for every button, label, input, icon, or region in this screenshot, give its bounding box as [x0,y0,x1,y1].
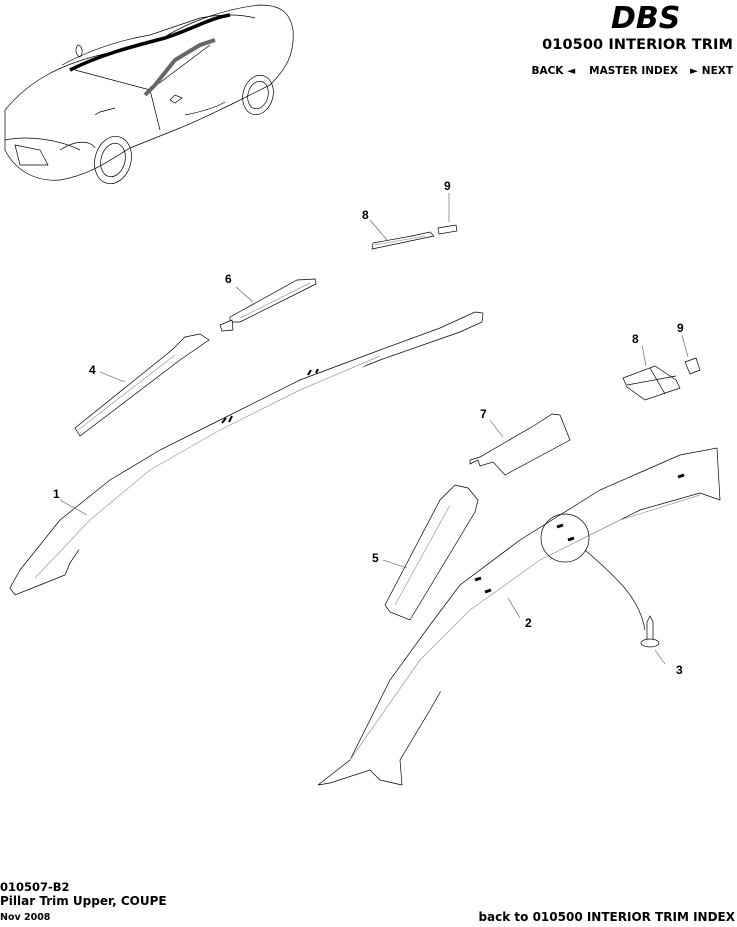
part-6-trim [219,278,317,332]
callout-3[interactable]: 3 [676,663,683,677]
part-4-trim [74,333,210,437]
part-7-trim [469,413,571,476]
part-8-right [622,365,681,401]
brand-logo-text: DBS [611,1,680,34]
parts-diagram: 1 2 3 4 5 6 7 8 9 8 9 [4,4,721,786]
callout-8-right[interactable]: 8 [632,332,639,346]
part-9-upper [437,224,458,235]
callout-1[interactable]: 1 [53,487,60,501]
page-date: Nov 2008 [0,912,51,923]
car-overview-illustration [4,4,294,184]
callout-7[interactable]: 7 [480,407,487,421]
part-8-upper [371,231,435,250]
page-code: 010507-B2 [0,880,70,894]
leader-lines [59,193,689,665]
back-link[interactable]: BACK ◄ [531,65,576,77]
navigation-bar: BACK ◄ MASTER INDEX ► NEXT [531,65,733,77]
page-description: Pillar Trim Upper, COUPE [0,894,167,908]
part-1-roof-rail [9,311,484,596]
part-2-pillar-trim [317,447,721,786]
back-to-index-link[interactable]: back to 010500 INTERIOR TRIM INDEX [478,910,735,924]
callout-9-upper[interactable]: 9 [444,179,451,193]
dbs-logo: DBS [611,1,680,34]
callout-2[interactable]: 2 [525,616,532,630]
callout-9-right[interactable]: 9 [677,321,684,335]
callout-8-upper[interactable]: 8 [362,208,369,222]
master-index-link[interactable]: MASTER INDEX [589,65,679,77]
part-3-clip [640,615,660,648]
part-5-trim [384,484,479,621]
section-title: 010500 INTERIOR TRIM [542,37,733,53]
callout-6[interactable]: 6 [225,272,232,286]
callout-4[interactable]: 4 [89,363,96,377]
part-9-right [684,357,701,375]
callout-5[interactable]: 5 [372,551,379,565]
next-link[interactable]: ► NEXT [690,65,733,77]
